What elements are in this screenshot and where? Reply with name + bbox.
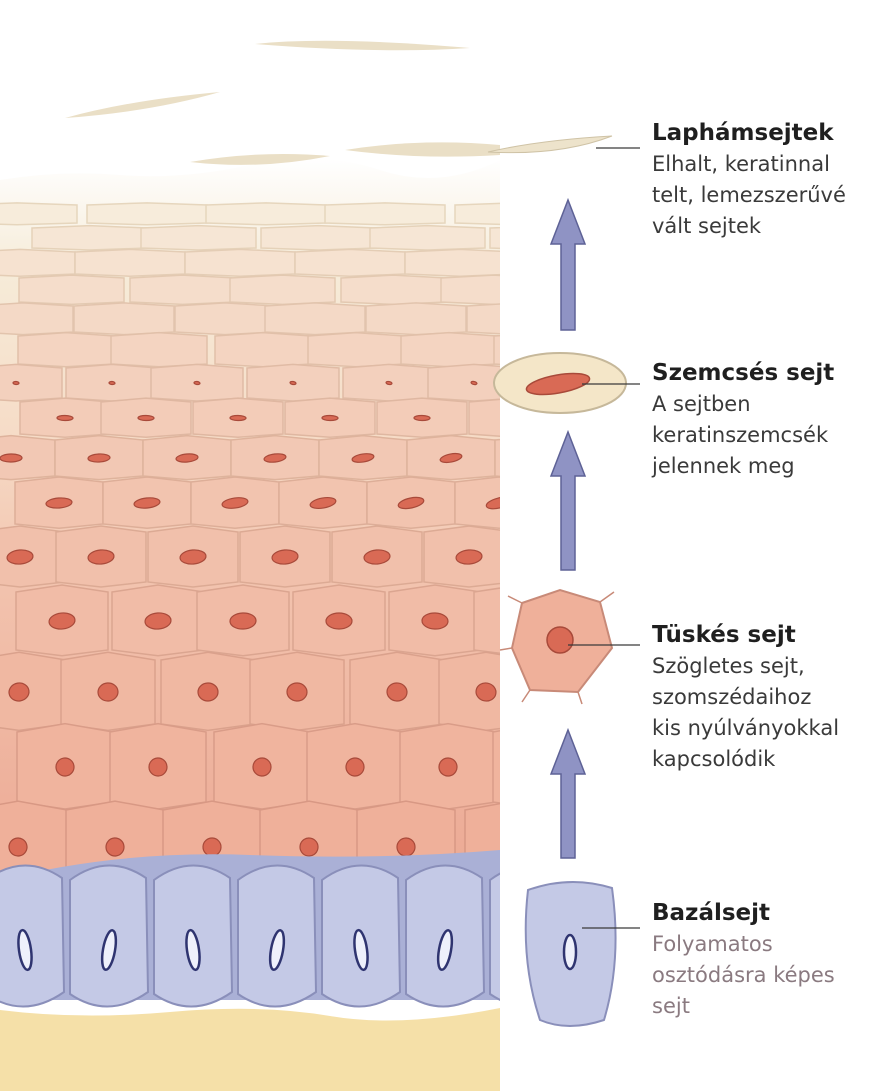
up-arrow-icon (551, 730, 585, 858)
cell-nucleus (230, 613, 257, 630)
basal-cell (0, 865, 64, 1006)
epidermal-cell (341, 275, 446, 304)
squame-flake (65, 92, 220, 118)
epidermal-cell (32, 226, 147, 250)
label-title: Tüskés sejt (652, 620, 839, 651)
skin-layers (0, 41, 605, 1091)
cell-nucleus (0, 454, 22, 462)
label-title: Laphámsejtek (652, 118, 846, 149)
cell-grid (0, 203, 605, 892)
epidermal-cell (0, 364, 62, 401)
epidermal-cell (74, 303, 174, 335)
squame-example-cell (488, 136, 612, 153)
label-description: Szögletes sejt, szomszédaihoz kis nyúlvá… (652, 651, 839, 775)
cell-nucleus (230, 415, 246, 420)
epidermal-cell (455, 203, 575, 225)
label-description: Folyamatos osztódásra képes sejt (652, 929, 835, 1022)
cell-nucleus (322, 415, 338, 420)
up-arrow-icon (551, 200, 585, 330)
epidermal-cell (405, 249, 515, 276)
cell-nucleus (422, 613, 449, 630)
label-title: Szemcsés sejt (652, 358, 834, 389)
epidermal-cell (308, 333, 404, 367)
label-granular-cell: Szemcsés sejt A sejtben keratinszemcsék … (652, 358, 834, 482)
epidermal-cell (185, 249, 295, 276)
cell-nucleus (536, 549, 563, 565)
differentiation-arrows (551, 200, 585, 858)
epidermal-cell (230, 275, 335, 304)
cell-nucleus (203, 838, 222, 857)
cell-nucleus (138, 415, 154, 420)
label-basal-cell: Bazálsejt Folyamatos osztódásra képes se… (652, 898, 835, 1022)
epidermal-cell (401, 333, 497, 367)
epidermal-cell (141, 226, 256, 250)
epidermal-cell (366, 303, 466, 335)
up-arrow-icon (551, 432, 585, 570)
granular-example (494, 353, 626, 413)
cell-nucleus (527, 452, 550, 465)
squame-flake (255, 41, 470, 50)
epidermal-cell (325, 203, 445, 225)
cell-nucleus (290, 381, 296, 385)
cell-nucleus (505, 838, 524, 857)
label-spinous-cell: Tüskés sejt Szögletes sejt, szomszédaiho… (652, 620, 839, 775)
epidermal-cell (18, 333, 114, 367)
epidermal-cell (19, 275, 124, 304)
cell-nucleus (109, 381, 115, 385)
epidermal-cell (0, 249, 75, 276)
cell-nucleus (198, 683, 218, 701)
cell-nucleus (506, 415, 522, 420)
cell-nucleus (326, 613, 352, 629)
cell-nucleus (57, 415, 73, 420)
epidermal-cell (111, 333, 207, 367)
spinous-example (500, 590, 614, 704)
epidermal-cell (261, 226, 376, 250)
epidermal-cell (490, 226, 605, 250)
cell-nucleus (287, 682, 308, 701)
dermis-layer (0, 1008, 500, 1091)
epidermal-cell (467, 303, 567, 335)
cell-nucleus (13, 381, 19, 384)
epidermal-cell (0, 203, 77, 225)
cell-nucleus (386, 381, 392, 385)
epidermal-cell (87, 203, 207, 225)
spinous-example-nucleus (547, 627, 573, 653)
epidermal-cell (215, 333, 311, 367)
cell-nucleus (194, 381, 200, 385)
label-squamous-cells: Laphámsejtek Elhalt, keratinnal telt, le… (652, 118, 846, 242)
cell-nucleus (531, 757, 551, 777)
epidermal-cell (295, 249, 405, 276)
epidermal-cell (265, 303, 365, 335)
label-title: Bazálsejt (652, 898, 835, 929)
cell-nucleus (252, 757, 271, 776)
epidermal-cell (441, 275, 546, 304)
epidermal-cell (206, 203, 326, 225)
basal-layer (0, 850, 568, 1007)
basal-example-nucleus (564, 935, 576, 969)
squame-example (488, 136, 612, 153)
cell-nucleus (414, 415, 430, 420)
epidermal-cell (370, 226, 485, 250)
basal-example (526, 882, 616, 1026)
cell-nucleus (149, 758, 168, 777)
squame-flake (345, 142, 500, 156)
label-description: A sejtben keratinszemcsék jelennek meg (652, 389, 834, 482)
epidermal-cell (75, 249, 185, 276)
epidermal-cell (505, 526, 595, 587)
epidermal-cell (0, 303, 73, 335)
leader-lines (568, 148, 640, 928)
epidermal-cell (175, 303, 275, 335)
label-description: Elhalt, keratinnal telt, lemezszerűvé vá… (652, 149, 846, 242)
epidermal-cell (130, 275, 235, 304)
